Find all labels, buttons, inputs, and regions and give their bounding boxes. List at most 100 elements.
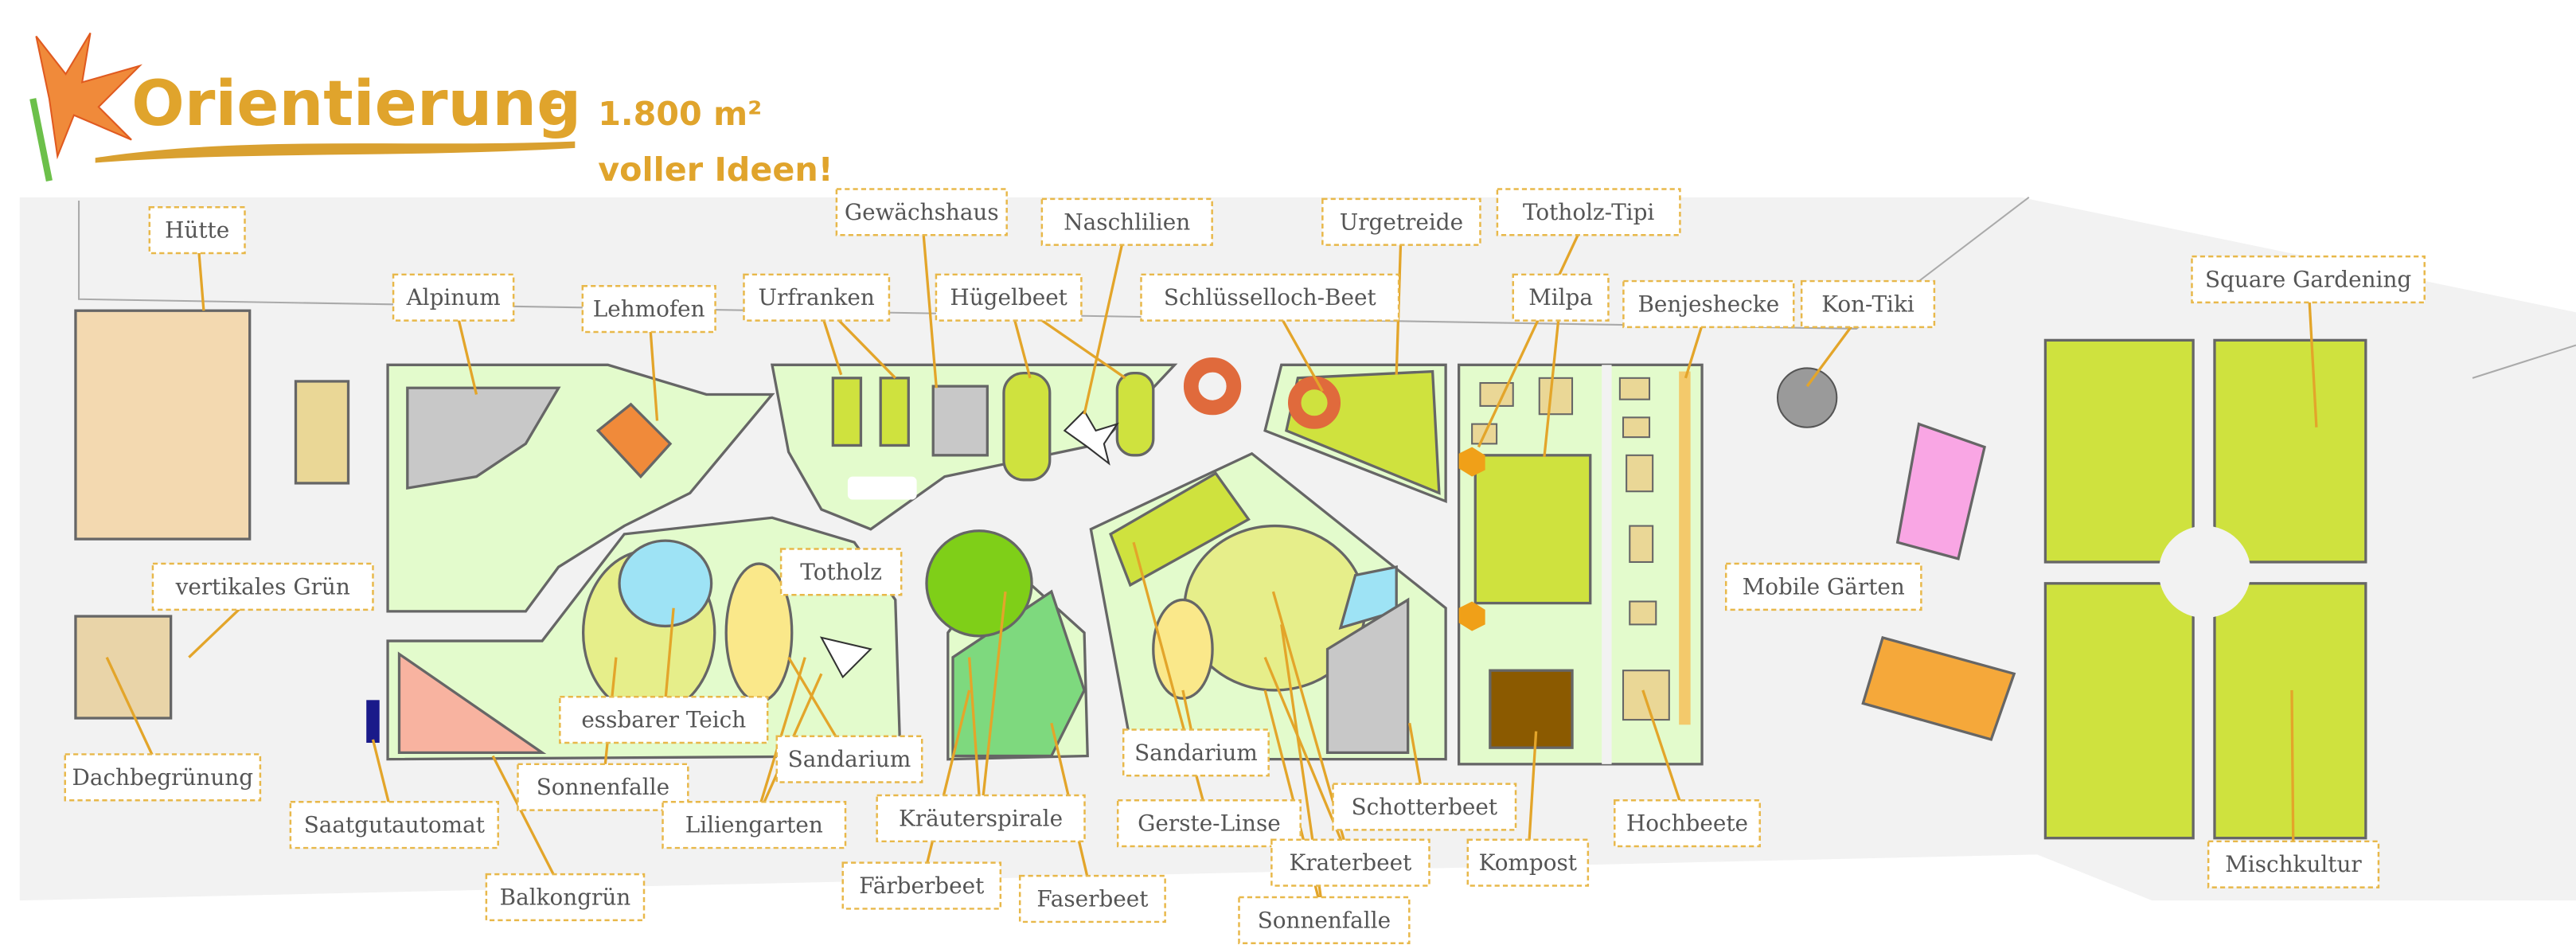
label-text: Sandarium	[1134, 740, 1258, 766]
label-box	[1140, 273, 1400, 322]
label-box	[876, 794, 1086, 843]
leader-line	[2290, 689, 2295, 865]
label-box	[1724, 562, 1922, 611]
label-text: Urfranken	[759, 284, 875, 310]
map-label[interactable]: Sandarium	[1122, 728, 1270, 777]
map-label[interactable]: essbarer Teich	[559, 695, 769, 744]
header: Orientierung – 1.800 m² voller Ideen!	[29, 32, 833, 189]
map-label[interactable]: Totholz-Tipi	[1496, 188, 1681, 236]
milpa	[1473, 454, 1592, 605]
map-label[interactable]: Dachbegrünung	[64, 753, 262, 802]
subtitle: voller Ideen!	[598, 150, 833, 189]
label-box	[779, 548, 903, 596]
kompost	[1489, 669, 1574, 749]
title-dash: –	[542, 79, 564, 129]
map-label[interactable]: Liliengarten	[662, 801, 847, 849]
faerberbeet	[951, 589, 1086, 758]
alpinum	[406, 386, 561, 490]
map-label[interactable]: Hochbeete	[1614, 799, 1761, 848]
mobile-garten-2	[1861, 635, 2016, 741]
label-text: Schlüsselloch-Beet	[1164, 284, 1376, 310]
path-strip	[1602, 365, 1612, 764]
map-label[interactable]: Lehmofen	[581, 285, 716, 334]
label-box	[835, 188, 1008, 236]
balkongruen	[397, 651, 547, 755]
label-box	[1040, 197, 1213, 246]
kraeuterspirale	[925, 529, 1033, 638]
map-label[interactable]: Gerste-Linse	[1116, 799, 1302, 848]
map-label[interactable]: Kompost	[1466, 838, 1590, 887]
map-label[interactable]: Urfranken	[743, 273, 891, 322]
map-label[interactable]: Hütte	[148, 205, 246, 255]
area-size: 1.800 m²	[598, 95, 762, 133]
label-box	[485, 873, 646, 922]
leader-line	[1083, 221, 1129, 415]
map-label[interactable]: Benjeshecke	[1622, 279, 1795, 329]
label-text: Dachbegrünung	[72, 764, 254, 791]
map-label[interactable]: Schotterbeet	[1332, 783, 1517, 831]
map-label[interactable]: Hügelbeet	[935, 273, 1083, 322]
gewaechshaus	[931, 385, 989, 457]
map-label[interactable]: Färberbeet	[841, 861, 1002, 910]
map-title: Orientierung	[131, 68, 581, 140]
map-label[interactable]: Balkongrün	[485, 873, 646, 922]
essbarer-teich	[618, 539, 713, 628]
map-label[interactable]: Kräuterspirale	[876, 794, 1086, 843]
label-box	[1512, 273, 1610, 322]
map-label[interactable]: Square Gardening	[2191, 255, 2426, 304]
saatgutautomat	[366, 700, 380, 743]
urfranken-1	[831, 377, 863, 447]
leader-line	[979, 591, 1007, 819]
map-label[interactable]: Saatgutautomat	[289, 801, 499, 849]
label-box	[1614, 799, 1761, 848]
label-text: Sandarium	[788, 746, 911, 772]
map-label[interactable]: Kon-Tiki	[1800, 279, 1936, 329]
label-box	[2207, 840, 2380, 888]
label-text: Square Gardening	[2205, 267, 2411, 293]
label-text: Balkongrün	[500, 884, 631, 910]
label-text: Schotterbeet	[1351, 794, 1497, 820]
label-text: vertikales Grün	[175, 573, 350, 599]
label-text: Gewächshaus	[845, 199, 999, 225]
label-box	[1800, 279, 1936, 329]
map-label[interactable]: vertikales Grün	[151, 562, 374, 611]
label-text: Gerste-Linse	[1138, 810, 1281, 837]
label-box	[1238, 896, 1411, 945]
map-label[interactable]: Totholz	[779, 548, 903, 596]
bench	[294, 380, 350, 485]
label-text: Totholz	[800, 559, 882, 585]
map-label[interactable]: Schlüsselloch-Beet	[1140, 273, 1400, 322]
label-box	[581, 285, 716, 334]
map-label[interactable]: Sonnenfalle	[517, 763, 689, 811]
label-text: Mischkultur	[2225, 851, 2362, 877]
map-label[interactable]: Mobile Gärten	[1724, 562, 1922, 611]
label-text: Naschlilien	[1064, 209, 1190, 235]
label-box	[935, 273, 1083, 322]
map-label[interactable]: Sandarium	[775, 735, 923, 783]
leader-line	[967, 657, 982, 819]
leader-line	[1477, 211, 1590, 448]
map-label[interactable]: Sonnenfalle	[1238, 896, 1411, 945]
map-label[interactable]: Milpa	[1512, 273, 1610, 322]
label-box	[1116, 799, 1302, 848]
label-text: Färberbeet	[859, 873, 984, 899]
schluesselloch-beet	[1288, 376, 1341, 429]
label-text: Kompost	[1479, 849, 1577, 876]
label-box	[289, 801, 499, 849]
label-box	[517, 763, 689, 811]
label-text: Hochbeete	[1626, 810, 1748, 837]
map-label[interactable]: Urgetreide	[1321, 197, 1481, 246]
label-box	[1018, 874, 1166, 924]
map-label[interactable]: Mischkultur	[2207, 840, 2380, 888]
map-label[interactable]: Gewächshaus	[835, 188, 1008, 236]
map-label[interactable]: Faserbeet	[1018, 874, 1166, 924]
map-label[interactable]: Kraterbeet	[1270, 838, 1430, 887]
boundary	[2472, 344, 2576, 379]
map-label[interactable]: Naschlilien	[1040, 197, 1213, 246]
map-label[interactable]: Alpinum	[392, 273, 515, 322]
leader-line	[920, 212, 938, 389]
label-text: essbarer Teich	[581, 707, 746, 733]
totholz-tipi-2	[1458, 601, 1485, 631]
